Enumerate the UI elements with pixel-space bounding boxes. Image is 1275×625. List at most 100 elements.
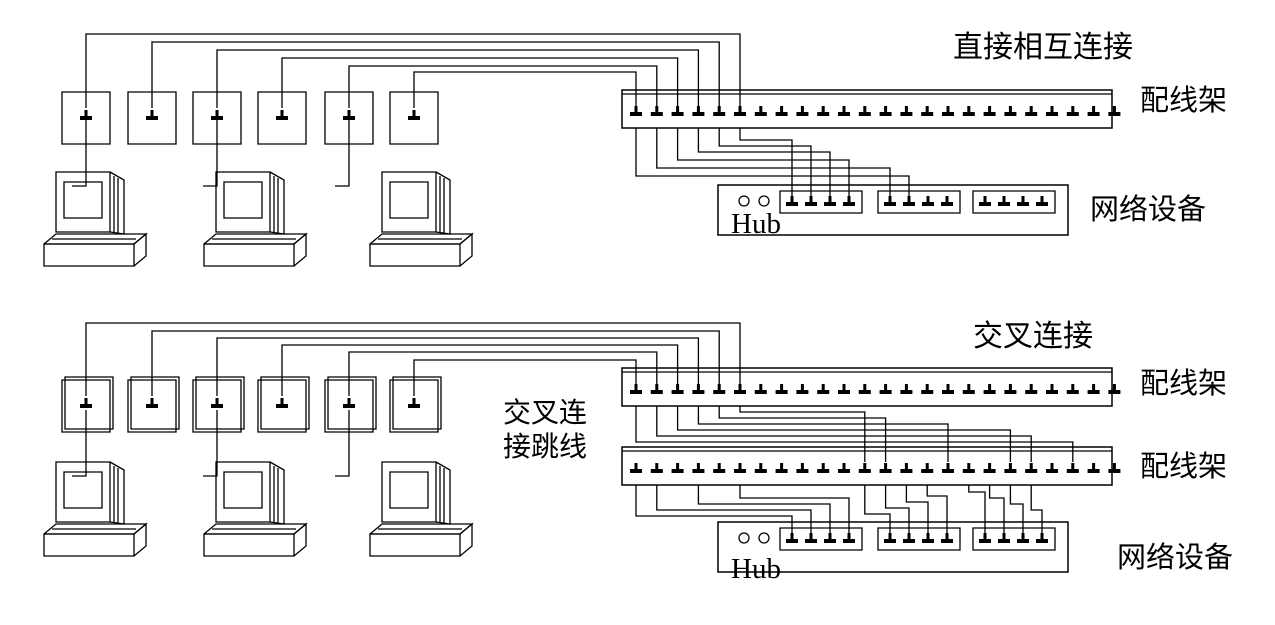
jack-base: [630, 469, 642, 473]
jack-pin: [925, 463, 929, 470]
panel-port-23: [1087, 106, 1100, 116]
jack-pin: [967, 463, 971, 470]
panel-port-14: [900, 384, 913, 394]
panel-port-16: [942, 384, 954, 394]
network-device-label-bottom: 网络设备: [1117, 540, 1234, 574]
cross-connect-title: 交叉连接: [973, 319, 1093, 354]
bottom-pc-link-3: [335, 410, 349, 476]
panel-port-19: [1004, 384, 1017, 394]
keyboard-side: [294, 234, 306, 266]
bottom-computer-1: [44, 462, 146, 556]
panel-port-16: [942, 106, 954, 116]
panel-port-20: [1025, 106, 1038, 116]
jack-pin: [634, 463, 638, 470]
jack-base: [962, 390, 975, 394]
jack-pin: [988, 106, 992, 113]
jack-pin: [1092, 384, 1096, 391]
monitor-body: [382, 462, 436, 522]
jack-base: [1087, 112, 1100, 116]
jack-base: [692, 469, 705, 473]
jack-base: [786, 202, 798, 206]
monitor-side: [436, 172, 450, 234]
top-outlet-cable-3: [217, 50, 698, 112]
jack-base: [671, 112, 684, 116]
hub-link-9: [969, 485, 985, 539]
jack-pin: [842, 106, 846, 113]
jack-pin: [863, 384, 867, 391]
bottom-outlet-1: [62, 377, 113, 432]
panel-port-11: [838, 384, 850, 394]
jack-pin: [215, 398, 219, 405]
jack-pin: [1112, 106, 1116, 113]
keyboard-side: [294, 524, 306, 556]
jack-base: [884, 202, 896, 206]
bottom-patch-panel-2: [622, 447, 1121, 485]
jack-base: [734, 390, 746, 394]
panel-port-23: [1087, 463, 1100, 473]
monitor-body: [382, 172, 436, 232]
jack-pin: [655, 463, 659, 470]
jack-base: [754, 390, 767, 394]
outlet-jack: [146, 398, 158, 408]
monitor-screen: [390, 182, 428, 218]
jack-pin: [412, 398, 416, 405]
jack-base: [650, 112, 663, 116]
hub-port-group-1: [780, 191, 862, 213]
jack-pin: [1092, 106, 1096, 113]
direct-interconnect-title: 直接相互连接: [953, 30, 1133, 65]
jack-base: [922, 539, 934, 543]
jack-pin: [946, 463, 950, 470]
panel-port-13: [879, 384, 892, 394]
jack-pin: [280, 110, 284, 117]
jack-pin: [988, 384, 992, 391]
monitor-screen: [224, 182, 262, 218]
jack-base: [343, 116, 355, 120]
jack-base: [146, 404, 158, 408]
top-computer-3: [370, 172, 472, 266]
jack-base: [671, 390, 684, 394]
jack-pin: [84, 398, 88, 405]
panel-port-13: [879, 463, 892, 473]
jack-pin: [904, 106, 908, 113]
jack-base: [903, 539, 915, 543]
panel-port-12: [858, 106, 871, 116]
monitor-body: [56, 462, 110, 522]
jack-base: [80, 116, 92, 120]
panel-port-15: [921, 106, 934, 116]
hub-port-8: [941, 196, 953, 206]
outlet-shadow: [328, 377, 376, 429]
bottom-patch-panel-1: [622, 368, 1121, 406]
jack-base: [983, 469, 996, 473]
bottom-outlet-2: [128, 377, 179, 432]
monitor-side: [270, 172, 284, 234]
hub-label: Hub: [731, 208, 781, 240]
panel-port-10: [817, 463, 830, 473]
jack-base: [650, 390, 663, 394]
top-hub: [718, 185, 1068, 235]
jack-base: [1066, 390, 1079, 394]
jack-pin: [925, 106, 929, 113]
outlet-jack: [211, 398, 223, 408]
jack-base: [650, 469, 663, 473]
jack-pin: [1092, 463, 1096, 470]
monitor-side: [436, 462, 450, 524]
hub-port-group-2: [878, 191, 960, 213]
jack-base: [734, 469, 746, 473]
hub-led-1: [739, 533, 749, 543]
jack-pin: [759, 106, 763, 113]
jack-pin: [150, 398, 154, 405]
jack-base: [1004, 469, 1017, 473]
jack-base: [879, 390, 892, 394]
bottom-pc-link-2: [203, 410, 217, 476]
hub-port-9: [979, 196, 991, 206]
jack-base: [1108, 469, 1121, 473]
jack-base: [805, 539, 817, 543]
monitor-body: [216, 172, 270, 232]
jack-pin: [945, 196, 949, 203]
jack-base: [1087, 469, 1100, 473]
jack-base: [671, 469, 684, 473]
jack-base: [903, 202, 915, 206]
keyboard-front: [370, 244, 460, 266]
jack-base: [858, 112, 871, 116]
jack-pin: [696, 463, 700, 470]
